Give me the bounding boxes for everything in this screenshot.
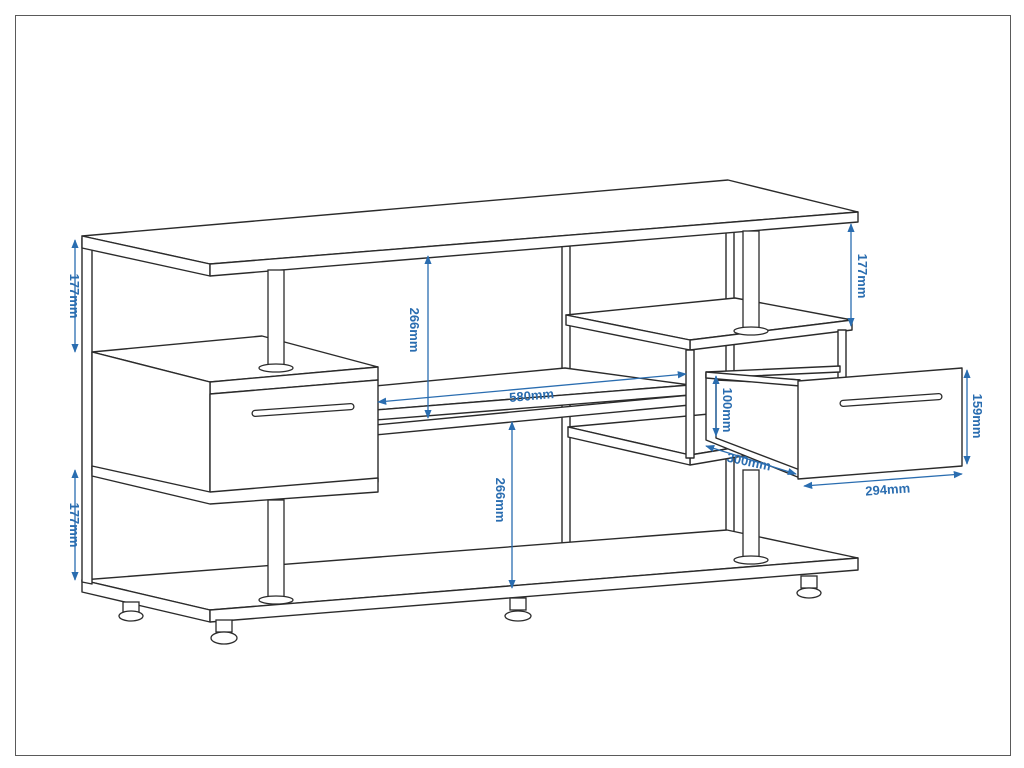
foot-rear-right xyxy=(796,575,822,599)
dim-label-center-upper: 266mm xyxy=(407,308,422,353)
dim-label-right-upper: 177mm xyxy=(855,254,870,299)
left-box-bottom-shelf xyxy=(91,465,379,505)
left-drawer-front xyxy=(209,379,379,497)
drawing-frame xyxy=(15,15,1011,756)
post-left-lower-base xyxy=(258,595,294,605)
post-right-upper-base xyxy=(733,326,769,336)
post-right-lower xyxy=(742,469,760,559)
dim-line-drawer-depth xyxy=(705,444,797,476)
post-left-upper-base xyxy=(258,363,294,373)
right-drawer-handle xyxy=(839,393,943,407)
dim-label-center-width: 580mm xyxy=(509,386,555,405)
post-right-lower-base xyxy=(733,555,769,565)
open-drawer-front xyxy=(797,367,963,480)
post-left-upper xyxy=(267,269,285,367)
right-lower-shelf-left xyxy=(567,426,691,466)
foot-middle xyxy=(504,597,532,622)
left-drawer-handle xyxy=(251,403,355,417)
foot-rear-left xyxy=(118,601,144,622)
dim-label-left-lower: 177mm xyxy=(67,503,82,548)
dim-label-drawer-front: 159mm xyxy=(970,394,985,439)
right-compartment-left-wall xyxy=(685,349,695,459)
top-board-side xyxy=(209,211,859,277)
dim-label-center-lower: 266mm xyxy=(493,478,508,523)
dim-line-drawer-width xyxy=(803,470,963,490)
post-right-upper xyxy=(742,230,760,330)
dim-label-drawer-width: 294mm xyxy=(865,480,911,498)
foot-front-left xyxy=(210,619,238,645)
dim-label-drawer-inner: 100mm xyxy=(720,388,735,433)
bottom-board-side xyxy=(209,557,859,623)
dim-label-left-upper: 177mm xyxy=(67,274,82,319)
post-left-lower xyxy=(267,499,285,599)
dim-line-center-width xyxy=(377,371,687,405)
left-side-panel xyxy=(81,237,93,585)
